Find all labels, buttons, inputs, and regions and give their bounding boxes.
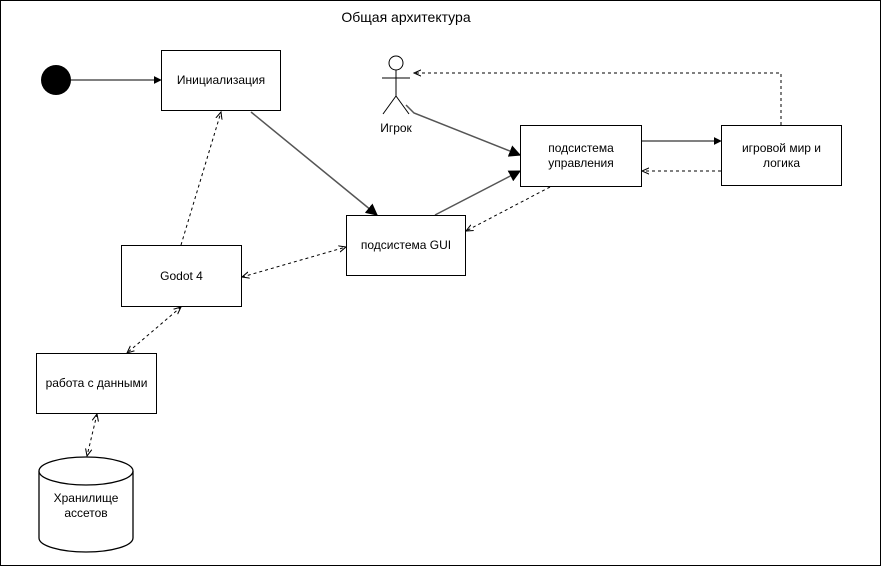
node-gui: подсистема GUI: [346, 215, 466, 276]
edge-data-storage: [87, 414, 97, 456]
node-init-label: Инициализация: [176, 73, 266, 87]
node-gui-label: подсистема GUI: [360, 238, 452, 252]
node-world-label: игровой мир и логика: [741, 140, 822, 170]
diagram-title: Общая архитектура: [341, 9, 471, 25]
node-data-label: работа с данными: [45, 376, 148, 390]
storage-cylinder-icon: [38, 456, 134, 553]
node-control-label: подсистема управления: [548, 141, 614, 170]
edge-gui-control: [434, 170, 522, 216]
node-world: игровой мир и логика: [721, 125, 842, 186]
edge-godot-init: [180, 112, 221, 246]
player-actor-icon: [382, 55, 410, 115]
node-data: работа с данными: [36, 353, 157, 414]
player-label: Игрок: [380, 121, 412, 135]
edge-init-gui: [250, 111, 378, 216]
storage-label: Хранилище ассетов: [53, 491, 119, 520]
edge-godot-gui: [242, 247, 346, 277]
node-godot: Godot 4: [121, 245, 242, 307]
edge-control-gui: [466, 186, 551, 231]
node-godot-label: Godot 4: [160, 268, 203, 283]
edge-player-control: [405, 104, 522, 157]
start-node: [41, 65, 71, 95]
node-init: Инициализация: [161, 50, 281, 111]
node-control: подсистема управления: [520, 125, 642, 187]
edge-world-player: [414, 73, 782, 125]
edge-godot-data: [127, 307, 181, 353]
